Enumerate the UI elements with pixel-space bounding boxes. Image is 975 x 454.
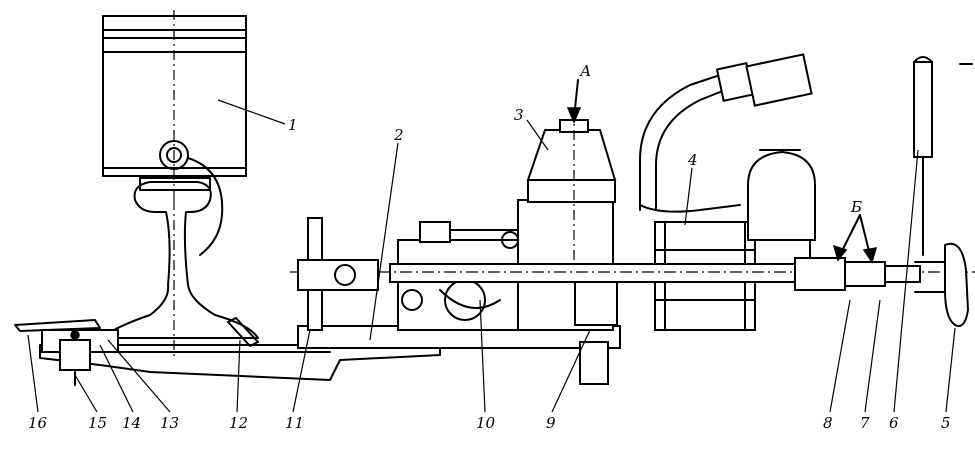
handwheel-assembly	[913, 56, 970, 327]
callout-6: 6	[889, 414, 899, 432]
callout-9: 9	[546, 414, 556, 432]
lever-12	[227, 317, 259, 347]
support-bracket	[297, 259, 379, 291]
callout-7: 7	[860, 414, 870, 432]
leader-lines	[27, 99, 956, 413]
container-bucket	[102, 10, 247, 256]
callout-14: 14	[122, 414, 141, 432]
column-housing	[517, 110, 618, 331]
rail-profile	[99, 181, 259, 360]
electric-motor	[654, 149, 816, 331]
callout-11: 11	[285, 414, 304, 432]
callout-1: 1	[288, 116, 298, 134]
callout-3: 3	[514, 106, 524, 124]
callout-10: 10	[476, 414, 496, 432]
callout-15: 15	[88, 414, 107, 432]
callout-2: 2	[393, 126, 404, 144]
view-arrows	[566, 79, 878, 264]
callout-8: 8	[823, 414, 833, 432]
rail-clamp	[14, 319, 119, 386]
power-cable	[639, 53, 813, 213]
callout-4: 4	[687, 151, 698, 169]
main-shaft	[290, 257, 975, 291]
view-mark-a: А	[579, 62, 591, 80]
callout-13: 13	[160, 414, 179, 432]
callout-16: 16	[28, 414, 48, 432]
callout-5: 5	[941, 414, 951, 432]
view-mark-b: Б	[850, 198, 862, 216]
callout-12: 12	[229, 414, 248, 432]
